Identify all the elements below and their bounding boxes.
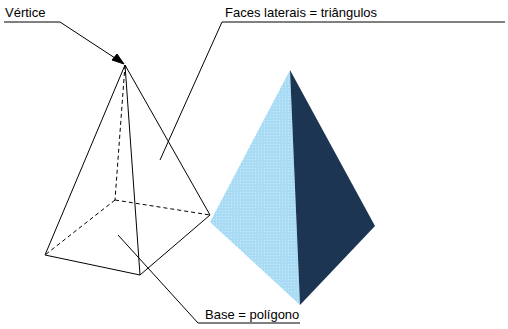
vertex-label: Vértice	[4, 5, 46, 20]
wireframe-pyramid	[45, 65, 210, 275]
base-label: Base = polígono	[204, 307, 300, 322]
faces-label: Faces laterais = triângulos	[224, 5, 378, 20]
leader-lines	[4, 22, 505, 323]
solid-pyramid	[210, 70, 375, 305]
